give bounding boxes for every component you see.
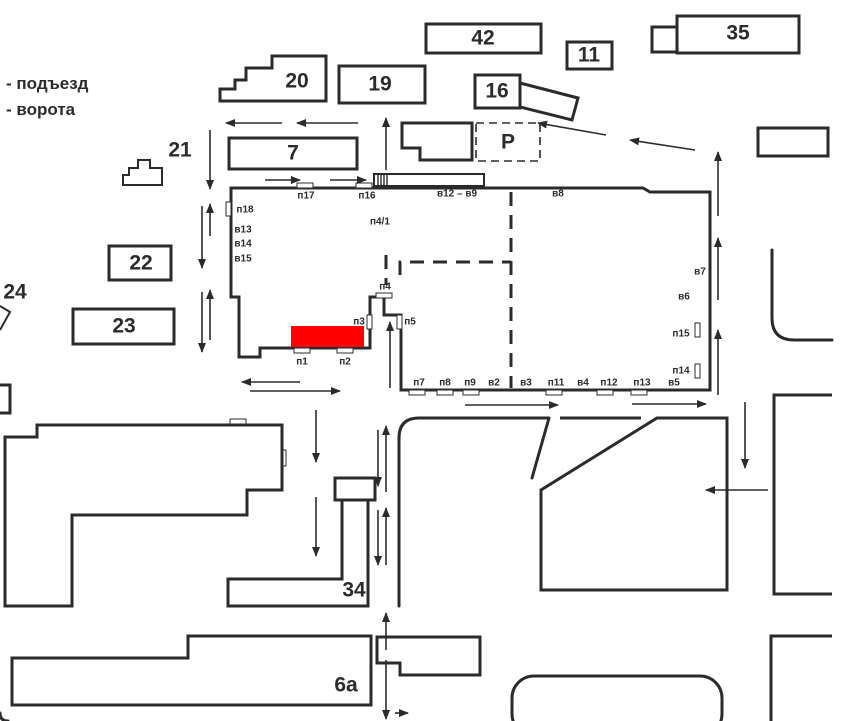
legend-gate: - ворота	[6, 100, 76, 119]
building-19: 19	[337, 64, 427, 105]
door-label-p1: п1	[296, 357, 308, 368]
door-label-p9: п9	[464, 378, 476, 389]
door-label-p5: п5	[404, 317, 416, 328]
building-16-label: 16	[485, 80, 508, 103]
door-markers	[225, 182, 701, 467]
oval-field	[510, 674, 724, 721]
building-23: 23	[71, 307, 176, 346]
building-35: 35	[650, 14, 801, 55]
door-label-v6: в6	[678, 292, 690, 303]
building-left-stub	[0, 383, 12, 415]
building-6a-label: 6а	[334, 674, 358, 697]
main-complex	[229, 173, 712, 392]
door-label-p3: п3	[353, 317, 365, 328]
door-label-p4: п4	[379, 282, 391, 293]
building-24-label: 24	[3, 281, 27, 304]
building-20: 20	[218, 54, 328, 103]
door-label-p17: п17	[297, 191, 315, 202]
building-19-label: 19	[368, 73, 391, 96]
parking-label: P	[501, 131, 515, 154]
door-label-p15: п15	[672, 329, 690, 340]
building-42: 42	[424, 22, 543, 55]
building-11-label: 11	[578, 44, 601, 67]
building-right-top	[756, 126, 830, 158]
door-label-v12-v9: в12 – в9	[437, 189, 478, 200]
building-far-right-1	[772, 393, 832, 596]
door-label-v15: в15	[234, 254, 252, 265]
building-11: 11	[565, 40, 614, 71]
building-21-label: 21	[168, 139, 192, 162]
door-labels: п17 п16 в12 – в9 в8 п18 в13 в14 в15 п4/1…	[234, 189, 706, 389]
highlight-building	[291, 326, 364, 347]
traffic-arrows	[198, 117, 768, 720]
building-23-label: 23	[112, 315, 135, 338]
door-label-p14: п14	[672, 366, 690, 377]
building-22-label: 22	[129, 252, 152, 275]
building-right-lower	[539, 416, 729, 592]
building-unnamed-top	[400, 121, 474, 162]
building-small-lower	[375, 635, 482, 677]
door-label-p16: п16	[358, 191, 376, 202]
building-34: 34	[226, 476, 377, 608]
building-35-label: 35	[726, 22, 750, 45]
door-label-v5: в5	[668, 378, 680, 389]
door-label-p18: п18	[236, 205, 254, 216]
door-label-v7: в7	[694, 267, 706, 278]
parking-lot: P	[475, 122, 541, 162]
building-large-lower-left	[3, 423, 284, 608]
building-34-label: 34	[342, 579, 366, 602]
door-label-v3: в3	[520, 378, 532, 389]
door-label-v8: в8	[552, 189, 564, 200]
door-label-v13: в13	[234, 225, 252, 236]
door-label-p8: п8	[439, 378, 451, 389]
building-16: 16	[473, 73, 580, 122]
building-21: 21	[122, 139, 192, 186]
building-42-label: 42	[471, 27, 494, 50]
door-label-p2: п2	[339, 357, 351, 368]
building-24: 24	[0, 281, 27, 331]
door-label-p12: п12	[600, 378, 618, 389]
building-7: 7	[227, 136, 359, 171]
door-label-p13: п13	[633, 378, 651, 389]
building-22: 22	[107, 244, 173, 282]
door-label-p4-1: п4/1	[370, 217, 390, 228]
building-6a: 6а	[10, 634, 373, 707]
building-20-label: 20	[285, 70, 308, 93]
door-label-v14: в14	[234, 239, 252, 250]
door-label-v4: в4	[577, 378, 589, 389]
legend-entrance: - подъезд	[6, 74, 89, 93]
door-label-p7: п7	[413, 378, 425, 389]
building-far-right-2	[769, 634, 832, 721]
building-7-label: 7	[287, 142, 299, 165]
door-label-p11: п11	[548, 378, 565, 389]
door-label-v2: в2	[488, 378, 500, 389]
